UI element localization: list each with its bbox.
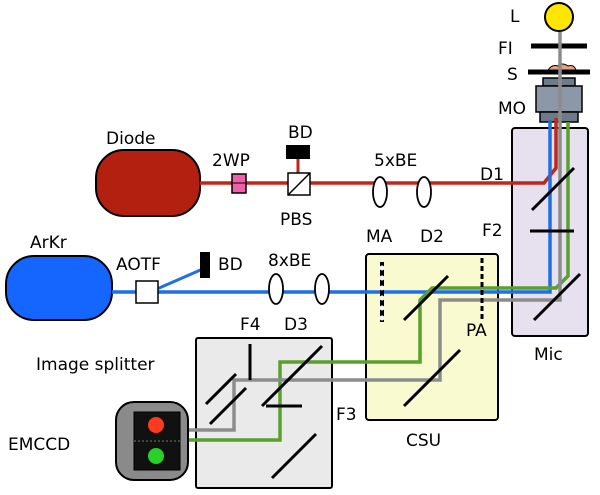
label-d3: D3 — [284, 315, 308, 335]
beam-dump-top — [286, 145, 310, 159]
lens-8xbe-2 — [314, 273, 330, 305]
csu-mirror-lower — [402, 348, 462, 408]
blue-beam-deflected — [149, 266, 206, 294]
label-mic: Mic — [534, 345, 563, 365]
label-arkr: ArKr — [30, 233, 67, 253]
label-pa: PA — [466, 321, 487, 341]
label-objective: MO — [498, 99, 526, 119]
label-f3: F3 — [336, 405, 357, 425]
lens-5xbe-1 — [372, 176, 388, 208]
gray-beam-path — [186, 32, 562, 432]
label-sample: S — [507, 65, 518, 85]
blue-beam-path — [112, 120, 552, 294]
label-beam-dump-top: BD — [288, 123, 313, 143]
label-d1: D1 — [480, 165, 504, 185]
dichroic-d3 — [260, 344, 324, 408]
label-lamp: L — [510, 7, 520, 27]
label-aotf: AOTF — [116, 255, 161, 275]
beam-dump-mid — [200, 252, 210, 278]
diode-laser — [95, 149, 201, 217]
label-8xbe: 8xBE — [268, 251, 311, 271]
dichroic-d2 — [402, 274, 450, 322]
label-pbs: PBS — [280, 210, 312, 230]
splitter-mirror-left — [204, 372, 238, 406]
emccd-green-spot — [148, 448, 164, 464]
green-beam-path — [186, 122, 570, 442]
label-d2: D2 — [420, 227, 444, 247]
aotf-crystal — [135, 280, 159, 304]
label-f4: F4 — [240, 315, 261, 335]
splitter-mirror-mid — [208, 386, 248, 426]
label-diode: Diode — [106, 129, 155, 149]
label-f2: F2 — [482, 221, 503, 241]
sample-specimen — [547, 63, 577, 71]
emccd-red-spot — [148, 417, 164, 433]
label-ma: MA — [366, 227, 393, 247]
label-waveplate: 2WP — [212, 151, 250, 171]
label-5xbe: 5xBE — [374, 151, 417, 171]
label-beam-dump-mid: BD — [218, 255, 243, 275]
lens-8xbe-1 — [268, 273, 284, 305]
dichroic-d1 — [530, 166, 576, 212]
splitter-mirror-lower — [270, 432, 318, 480]
pbs-diagonal — [287, 172, 311, 196]
label-image-splitter: Image splitter — [36, 355, 155, 375]
label-emccd: EMCCD — [8, 435, 70, 455]
label-csu: CSU — [406, 431, 441, 451]
label-fi: FI — [498, 39, 513, 59]
microlens-array — [379, 262, 385, 322]
lamp-icon — [544, 2, 574, 32]
arkr-laser — [5, 255, 113, 321]
mic-mirror — [532, 272, 582, 322]
lens-5xbe-2 — [416, 176, 432, 208]
